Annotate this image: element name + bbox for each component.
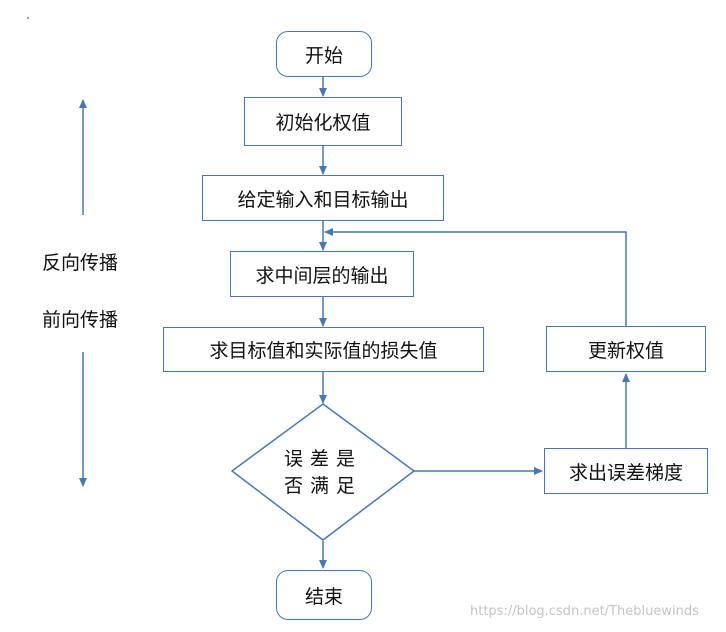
start-node: 开始 xyxy=(276,31,372,77)
loss-node: 求目标值和实际值的损失值 xyxy=(163,327,484,372)
update-weights-node: 更新权值 xyxy=(546,326,706,372)
init-weights-node: 初始化权值 xyxy=(244,97,402,146)
decision-line-1: 误差是 xyxy=(283,448,362,470)
arrow-update-to-hidden xyxy=(324,228,627,326)
forward-propagation-label: 前向传播 xyxy=(42,309,119,331)
decision-line-2: 否满足 xyxy=(283,475,362,497)
stray-dot xyxy=(27,17,29,19)
end-node: 结束 xyxy=(276,570,372,620)
given-io-node: 给定输入和目标输出 xyxy=(202,175,444,221)
watermark-url: https://blog.csdn.net/Thebluewinds xyxy=(470,604,699,619)
backward-propagation-label: 反向传播 xyxy=(42,252,119,274)
decision-diamond xyxy=(230,403,416,541)
hidden-output-node: 求中间层的输出 xyxy=(230,251,414,297)
gradient-node: 求出误差梯度 xyxy=(544,448,708,494)
decision-label: 误差是 否满足 xyxy=(232,446,414,500)
